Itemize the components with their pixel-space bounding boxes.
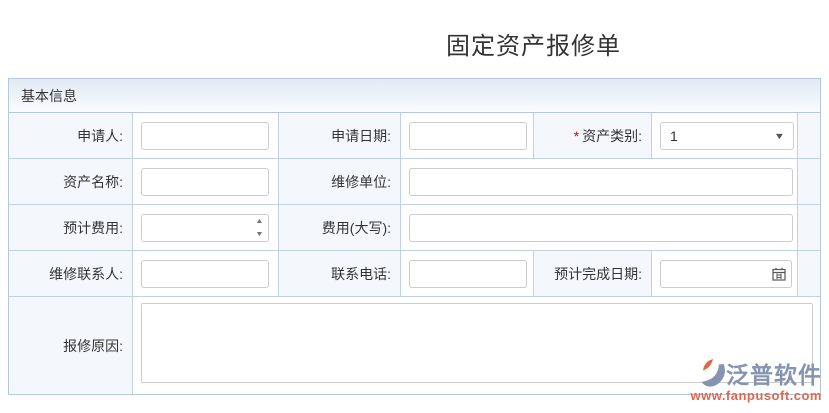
asset-category-label-cell: * 资产类别: bbox=[534, 113, 652, 159]
asset-name-input[interactable] bbox=[141, 167, 269, 196]
spacer-cell bbox=[798, 159, 820, 205]
applicant-input[interactable] bbox=[141, 121, 269, 150]
expected-complete-date-label-cell: 预计完成日期: bbox=[534, 251, 652, 297]
basic-info-panel: 基本信息 申请人: 申请日期: * 资产类别: 1 ▼ 资产名称: 维修单位: … bbox=[8, 78, 821, 395]
section-title: 基本信息 bbox=[21, 87, 77, 104]
page-title: 固定资产报修单 bbox=[446, 33, 621, 60]
brand-name: 泛普软件 bbox=[726, 362, 822, 388]
spinner-up-icon[interactable]: ▲ bbox=[255, 217, 264, 225]
cost-in-words-label: 费用(大写): bbox=[321, 219, 391, 236]
repair-contact-input-cell bbox=[133, 251, 279, 297]
repair-reason-input-cell bbox=[133, 297, 820, 394]
repair-reason-textarea[interactable] bbox=[141, 303, 813, 383]
chevron-down-icon: ▼ bbox=[773, 130, 786, 141]
repair-reason-label: 报修原因: bbox=[63, 337, 123, 354]
calendar-icon[interactable] bbox=[772, 267, 786, 281]
asset-category-selected-value: 1 bbox=[670, 127, 678, 144]
apply-date-label-cell: 申请日期: bbox=[279, 113, 401, 159]
repair-contact-label-cell: 维修联系人: bbox=[9, 251, 133, 297]
repair-unit-input[interactable] bbox=[409, 167, 793, 196]
expected-complete-date-input[interactable] bbox=[660, 259, 792, 288]
contact-phone-label: 联系电话: bbox=[331, 265, 391, 282]
brand-watermark: 泛普软件 www.fanpusoft.com bbox=[688, 356, 822, 403]
required-asterisk: * bbox=[573, 127, 580, 144]
repair-unit-label: 维修单位: bbox=[331, 173, 391, 190]
asset-category-select[interactable]: 1 ▼ bbox=[660, 121, 794, 150]
spinner-down-icon[interactable]: ▼ bbox=[255, 230, 264, 238]
fanpu-logo-icon bbox=[701, 359, 725, 387]
repair-unit-input-cell bbox=[401, 159, 798, 205]
brand-website: www.fanpusoft.com bbox=[690, 388, 822, 403]
apply-date-input-cell bbox=[401, 113, 534, 159]
contact-phone-input-cell bbox=[401, 251, 534, 297]
contact-phone-input[interactable] bbox=[409, 259, 527, 288]
cost-in-words-input[interactable] bbox=[409, 213, 793, 242]
cost-in-words-label-cell: 费用(大写): bbox=[279, 205, 401, 251]
asset-name-label: 资产名称: bbox=[63, 173, 123, 190]
applicant-label: 申请人: bbox=[77, 127, 123, 144]
asset-name-label-cell: 资产名称: bbox=[9, 159, 133, 205]
asset-category-label: 资产类别: bbox=[582, 127, 642, 144]
repair-unit-label-cell: 维修单位: bbox=[279, 159, 401, 205]
repair-contact-label: 维修联系人: bbox=[49, 265, 123, 282]
expected-complete-date-input-cell bbox=[652, 251, 798, 297]
contact-phone-label-cell: 联系电话: bbox=[279, 251, 401, 297]
spacer-cell bbox=[798, 113, 820, 159]
estimated-cost-stepper: ▲ ▼ bbox=[255, 217, 264, 239]
spacer-cell bbox=[798, 251, 820, 297]
expected-complete-date-label: 预计完成日期: bbox=[554, 265, 642, 282]
apply-date-label: 申请日期: bbox=[331, 127, 391, 144]
asset-name-input-cell bbox=[133, 159, 279, 205]
estimated-cost-label: 预计费用: bbox=[63, 219, 123, 236]
asset-category-select-cell: 1 ▼ bbox=[652, 113, 798, 159]
estimated-cost-label-cell: 预计费用: bbox=[9, 205, 133, 251]
spacer-cell bbox=[798, 205, 820, 251]
estimated-cost-input[interactable] bbox=[141, 213, 269, 242]
repair-contact-input[interactable] bbox=[141, 259, 269, 288]
repair-reason-label-cell: 报修原因: bbox=[9, 297, 133, 394]
estimated-cost-input-cell: ▲ ▼ bbox=[133, 205, 279, 251]
cost-in-words-input-cell bbox=[401, 205, 798, 251]
apply-date-input[interactable] bbox=[409, 121, 527, 150]
section-header-basic-info: 基本信息 bbox=[9, 79, 820, 113]
applicant-input-cell bbox=[133, 113, 279, 159]
applicant-label-cell: 申请人: bbox=[9, 113, 133, 159]
